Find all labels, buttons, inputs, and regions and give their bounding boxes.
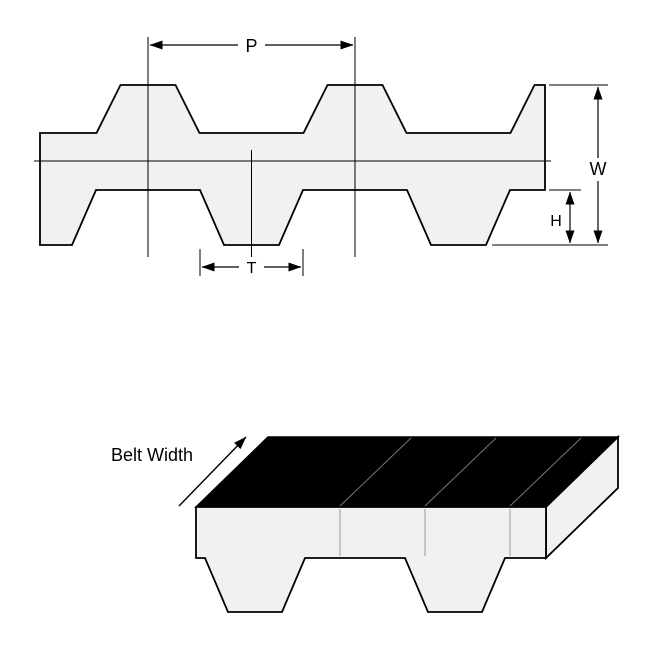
pitch-label: P (245, 36, 257, 56)
top-surface-seam-3 (509, 437, 582, 507)
belt-front-face (195, 506, 547, 613)
dimension-overall-thickness: W (492, 84, 608, 246)
top-surface-seam-2 (424, 437, 497, 507)
belt-cross-section-view: P W H T (34, 36, 608, 277)
tooth-height-label: H (550, 213, 562, 230)
dimension-tooth-height: H (549, 189, 581, 244)
dimension-tooth-width: T (199, 249, 304, 277)
belt-back-surface (194, 436, 620, 508)
dimension-pitch: P (149, 36, 354, 56)
belt-width-label: Belt Width (111, 445, 193, 465)
belt-width-callout: Belt Width (111, 436, 247, 507)
belt-width-arrow (178, 436, 247, 507)
tooth-width-label: T (247, 260, 257, 277)
belt-3d-view: Belt Width (111, 434, 620, 613)
top-surface-seam-1 (339, 437, 412, 507)
overall-thickness-label: W (590, 159, 607, 179)
belt-profile-outline (39, 84, 546, 246)
